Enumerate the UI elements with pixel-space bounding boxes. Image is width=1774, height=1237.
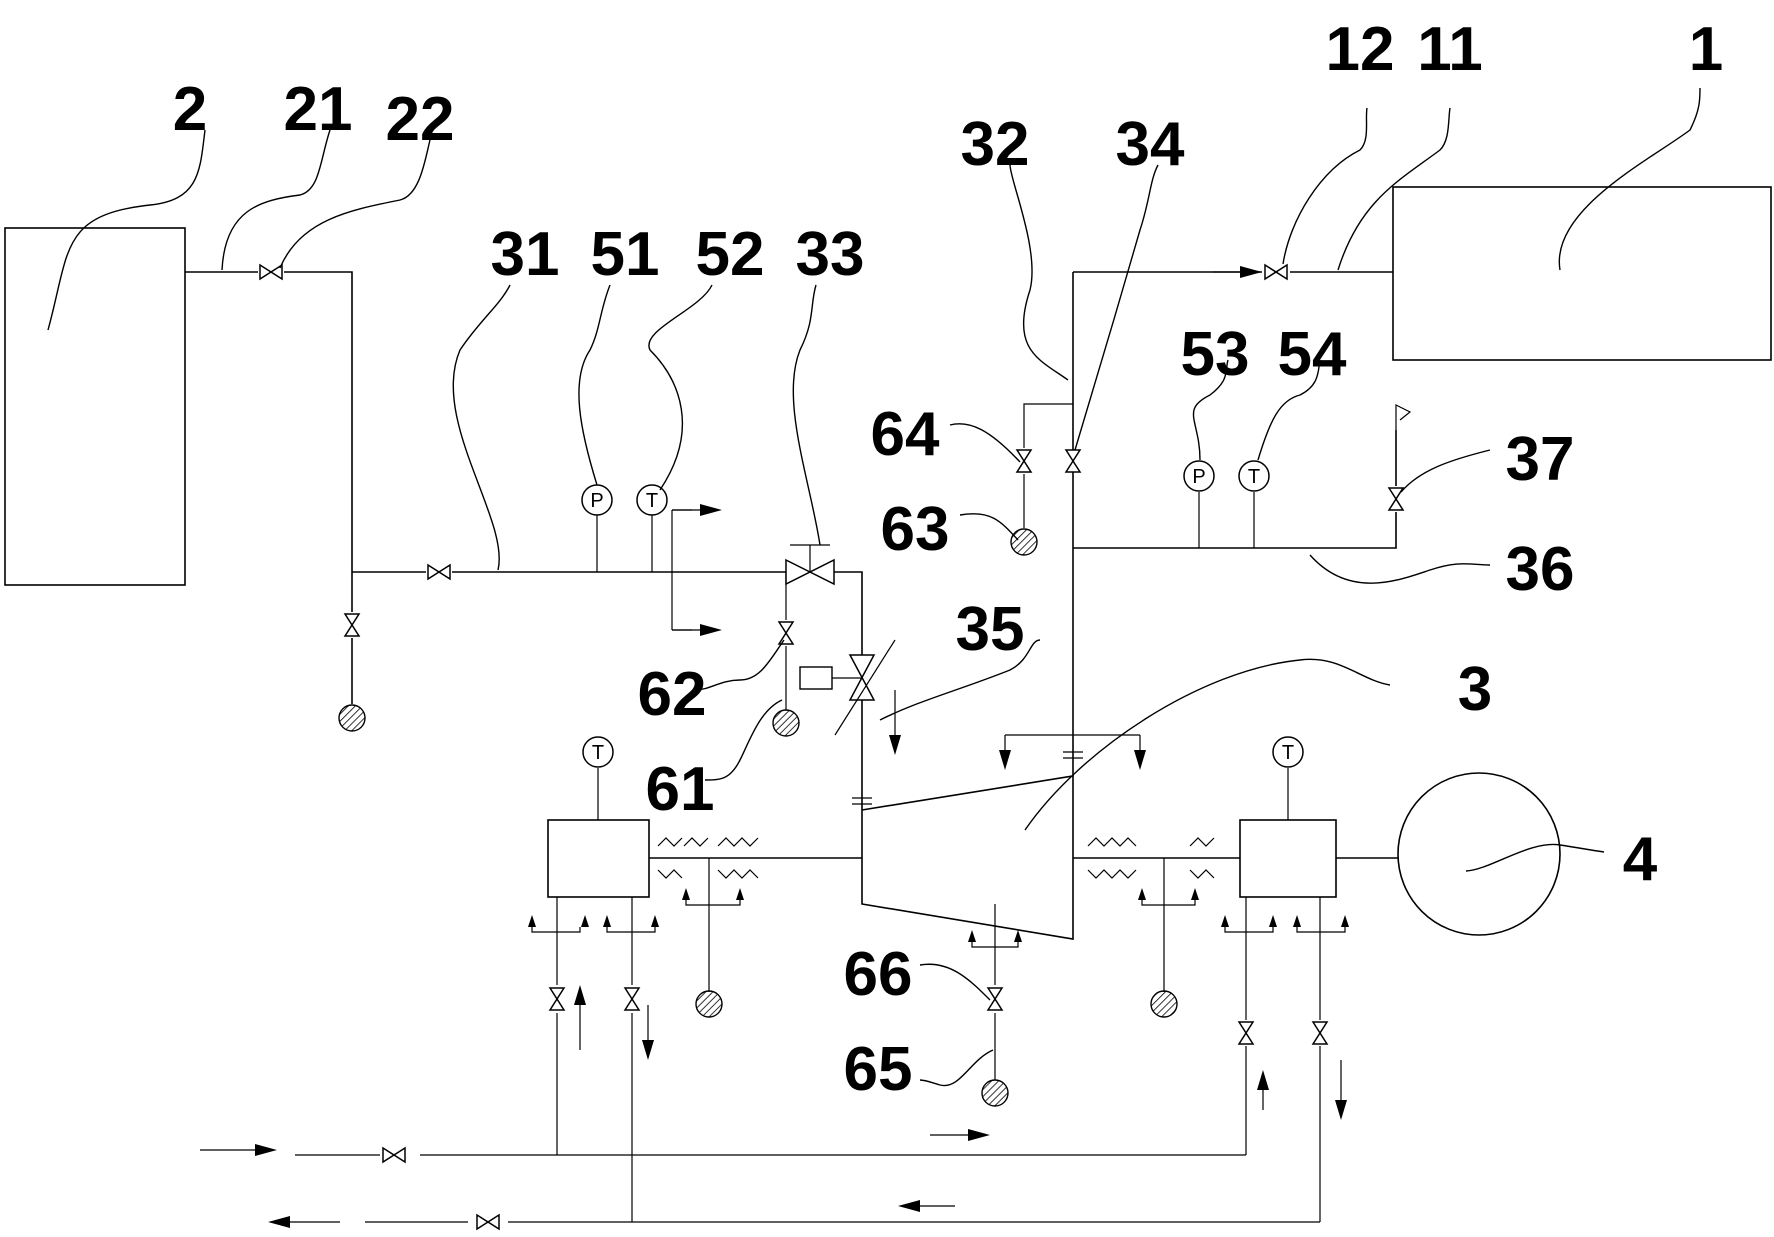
tank-2	[4, 227, 186, 586]
svg-text:T: T	[646, 490, 658, 512]
gland-seals	[531, 837, 1346, 948]
label-66: 66	[844, 940, 913, 1009]
valves	[259, 264, 1412, 1230]
label-64: 64	[871, 400, 940, 469]
piping	[185, 271, 1398, 1223]
label-32: 32	[961, 110, 1030, 179]
label-62: 62	[638, 660, 707, 729]
label-2: 2	[173, 75, 207, 144]
label-54: 54	[1278, 320, 1347, 389]
instrument-p-53: P	[1183, 460, 1215, 492]
label-11: 11	[1417, 15, 1483, 84]
svg-text:P: P	[590, 490, 603, 512]
instrument-t-bearing-right: T	[1272, 736, 1304, 768]
instrument-t-52: T	[636, 484, 668, 516]
label-33: 33	[796, 220, 865, 289]
instrument-t-bearing-left: T	[582, 736, 614, 768]
label-37: 37	[1506, 425, 1575, 494]
svg-text:T: T	[1282, 742, 1294, 764]
svg-text:T: T	[1248, 466, 1260, 488]
label-4: 4	[1623, 825, 1658, 894]
drains	[338, 528, 1178, 1107]
bearing-box-left	[547, 819, 650, 898]
reference-labels: 2 21 22 31 51 52 33 32 34 12 11 1 53 54 …	[173, 15, 1723, 1104]
svg-text:T: T	[592, 742, 604, 764]
label-31: 31	[491, 220, 560, 289]
label-36: 36	[1506, 535, 1575, 604]
label-34: 34	[1116, 110, 1185, 179]
label-35: 35	[956, 595, 1025, 664]
label-63: 63	[881, 495, 950, 564]
leader-lines	[47, 87, 1701, 1087]
label-21: 21	[284, 75, 353, 144]
turbine-3	[861, 775, 1074, 940]
label-51: 51	[591, 220, 660, 289]
generator-4	[1397, 772, 1561, 936]
instrument-t-54: T	[1238, 460, 1270, 492]
label-52: 52	[696, 220, 765, 289]
flow-arrows	[200, 266, 1349, 1228]
label-53: 53	[1181, 320, 1250, 389]
label-61: 61	[646, 755, 715, 824]
label-65: 65	[844, 1035, 913, 1104]
label-1: 1	[1689, 15, 1723, 84]
label-12: 12	[1326, 15, 1395, 84]
bearing-box-right	[1239, 819, 1337, 898]
tank-1	[1392, 186, 1772, 361]
label-3: 3	[1458, 655, 1492, 724]
label-22: 22	[386, 85, 455, 154]
instrument-p-51: P	[581, 484, 613, 516]
svg-text:P: P	[1192, 466, 1205, 488]
